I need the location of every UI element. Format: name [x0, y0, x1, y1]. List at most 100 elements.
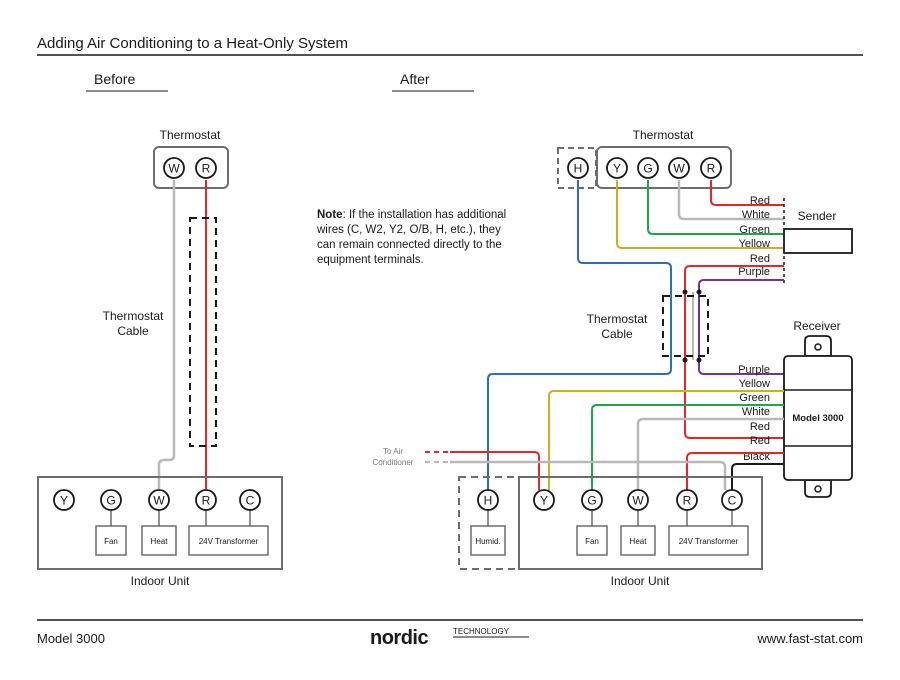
after-tstat-green-wire — [647, 180, 784, 235]
after-rcv-yellow-wire — [548, 390, 784, 490]
after-heat-box — [620, 525, 656, 556]
svg-text:H: H — [574, 162, 583, 176]
before-white-wire — [157, 180, 176, 481]
svg-text:Humid.: Humid. — [475, 537, 500, 546]
after-tstat-yellow-wire — [616, 180, 784, 249]
after-thermostat-terminals: H Y G W R — [567, 157, 722, 179]
svg-text:Y: Y — [613, 162, 621, 176]
before-fan-box — [95, 525, 127, 556]
after-rcv-white-wire — [636, 417, 784, 490]
sender-box — [783, 228, 853, 254]
after-thermostat-cable — [662, 295, 709, 357]
before-heat-box — [141, 525, 177, 556]
after-cable-purple-wire — [698, 279, 784, 375]
svg-text:C: C — [728, 494, 737, 508]
after-humid-box — [470, 525, 506, 556]
svg-text:Green: Green — [739, 392, 770, 404]
sender-wire-labels: Red White Green Yellow Red Purple — [738, 195, 770, 278]
after-rcv-black-wire — [731, 463, 784, 490]
after-heading: After — [400, 71, 430, 87]
before-unit-label: Indoor Unit — [131, 574, 190, 588]
after-diagram: Note: If the installation has additional… — [316, 128, 853, 588]
svg-text:Red: Red — [750, 435, 770, 447]
before-thermostat-label: Thermostat — [160, 128, 221, 142]
after-h-terminal-frame — [557, 147, 597, 189]
after-unit-label: Indoor Unit — [611, 574, 670, 588]
svg-text:W: W — [168, 162, 180, 176]
svg-text:W: W — [632, 494, 644, 508]
svg-text:24V Transformer: 24V Transformer — [679, 537, 739, 546]
svg-text:Y: Y — [60, 494, 68, 508]
after-fan-box — [576, 525, 608, 556]
after-rcv-green-wire — [591, 404, 784, 490]
note-line-1: Note: If the installation has additional — [317, 209, 506, 221]
before-transformer-box — [188, 525, 269, 556]
before-thermostat-cable — [189, 217, 217, 447]
svg-text:Purple: Purple — [738, 364, 770, 376]
before-tstat-terminal-w — [163, 157, 185, 179]
after-thermostat-label: Thermostat — [633, 128, 694, 142]
svg-text:Green: Green — [739, 224, 770, 236]
after-rcv-red-wire — [686, 452, 784, 490]
svg-text:Yellow: Yellow — [739, 378, 770, 390]
svg-text:Fan: Fan — [585, 537, 599, 546]
svg-text:G: G — [106, 494, 115, 508]
after-blue-wire — [487, 180, 672, 490]
before-tstat-terminal-r — [195, 157, 217, 179]
note-line-2: wires (C, W2, Y2, O/B, H, etc.), they — [316, 224, 501, 236]
svg-text:W: W — [673, 162, 685, 176]
svg-text:R: R — [202, 494, 211, 508]
before-cable-label-2: Cable — [117, 324, 149, 338]
after-cable-label-2: Cable — [601, 327, 633, 341]
receiver-model: Model 3000 — [792, 413, 843, 424]
receiver-label: Receiver — [793, 319, 840, 333]
to-ac-label-1: To Air — [383, 447, 403, 456]
after-tstat-white-wire — [677, 180, 784, 221]
to-ac-red-wire — [450, 451, 540, 490]
svg-text:Y: Y — [540, 494, 548, 508]
svg-text:R: R — [202, 162, 211, 176]
note-line-4: equipment terminals. — [317, 254, 424, 266]
before-indoor-unit — [37, 476, 283, 570]
after-humidifier-frame — [458, 476, 520, 570]
logo-wordmark: nordic — [370, 627, 428, 649]
to-ac-white-wire — [450, 460, 727, 490]
svg-text:C: C — [246, 494, 255, 508]
svg-text:G: G — [643, 162, 652, 176]
page-title: Adding Air Conditioning to a Heat-Only S… — [37, 35, 348, 52]
sender-label: Sender — [798, 209, 837, 223]
svg-text:R: R — [707, 162, 716, 176]
footer-url: www.fast-stat.com — [757, 631, 863, 646]
svg-text:24V Transformer: 24V Transformer — [199, 537, 259, 546]
after-tstat-red-wire — [710, 180, 784, 206]
after-unit-terminals: H Y G W R C — [477, 489, 743, 511]
before-diagram: Thermostat Thermostat Cable W R Fan Heat… — [37, 128, 283, 588]
after-cable-label-1: Thermostat — [587, 312, 648, 326]
to-ac-label-2: Conditioner — [373, 458, 414, 467]
note-line-3: can remain connected directly to the — [317, 239, 502, 251]
after-thermostat — [596, 146, 732, 189]
svg-text:Red: Red — [750, 253, 770, 265]
svg-text:Red: Red — [750, 421, 770, 433]
svg-text:Red: Red — [750, 195, 770, 207]
before-unit-terminals: Y G W R C — [53, 489, 261, 511]
svg-text:R: R — [683, 494, 692, 508]
svg-text:Heat: Heat — [151, 537, 169, 546]
svg-text:Yellow: Yellow — [739, 238, 770, 250]
svg-text:G: G — [587, 494, 596, 508]
before-cable-label-1: Thermostat — [103, 309, 164, 323]
after-indoor-unit — [518, 476, 763, 570]
after-cable-red-wire — [684, 265, 784, 439]
svg-text:W: W — [153, 494, 165, 508]
svg-text:Fan: Fan — [104, 537, 118, 546]
nordic-logo: nordic TECHNOLOGY — [370, 627, 529, 649]
svg-text:White: White — [742, 209, 770, 221]
svg-text:Purple: Purple — [738, 266, 770, 278]
before-heading: Before — [94, 71, 135, 87]
svg-text:White: White — [742, 406, 770, 418]
footer-model: Model 3000 — [37, 631, 105, 646]
svg-text:Heat: Heat — [630, 537, 648, 546]
logo-subtitle: TECHNOLOGY — [453, 627, 510, 636]
svg-text:H: H — [484, 494, 493, 508]
